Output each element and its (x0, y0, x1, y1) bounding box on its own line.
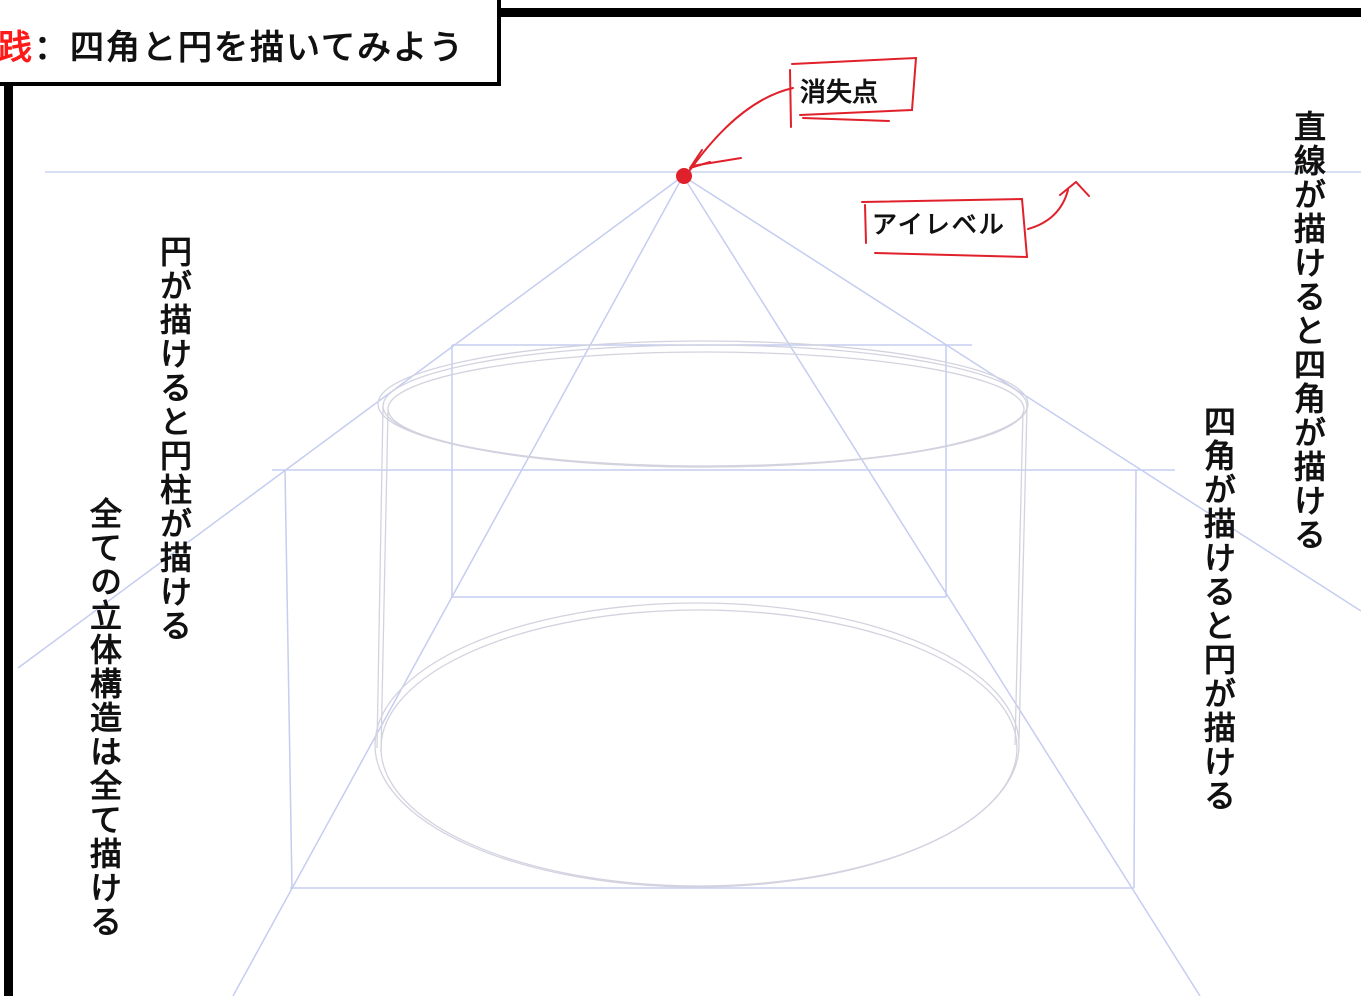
eye-level-label: アイレベル (872, 210, 1006, 239)
vertical-text-square-to-circle: 四角が描けると円が描ける (1199, 405, 1237, 813)
ray-far-left (17, 175, 684, 669)
vanishing-point-arrow (689, 87, 794, 171)
title-box: 践：四角と円を描いてみよう (0, 0, 501, 86)
title-prefix: 践 (0, 28, 34, 68)
vertical-text-line-to-square: 直線が描けると四角が描ける (1289, 110, 1327, 552)
ray-left (232, 175, 684, 996)
perspective-rays (17, 175, 1361, 996)
red-annotations (676, 56, 1090, 259)
front-rectangle (272, 469, 1175, 889)
title-text: 四角と円を描いてみよう (70, 28, 465, 68)
vanishing-point-box (789, 56, 918, 128)
vanishing-point-dot (676, 168, 692, 184)
cylinder-bottom-ellipse (374, 602, 1020, 888)
vertical-text-cylinder: 円が描けると円柱が描ける (155, 235, 193, 643)
vertical-text-all-structures: 全ての立体構造は全て描ける (85, 497, 123, 939)
back-rectangle (451, 344, 972, 598)
eye-level-box (861, 197, 1029, 259)
frame-left-border (4, 86, 13, 996)
ray-right (682, 175, 1201, 996)
frame-top-border (500, 8, 1361, 17)
title-separator: ： (34, 28, 70, 68)
vanishing-point-label: 消失点 (800, 78, 879, 108)
ray-far-right (682, 175, 1361, 612)
page-title: 践：四角と円を描いてみよう (0, 20, 465, 69)
cylinder-sketch (374, 340, 1029, 888)
eye-level-arrow (1027, 180, 1090, 230)
